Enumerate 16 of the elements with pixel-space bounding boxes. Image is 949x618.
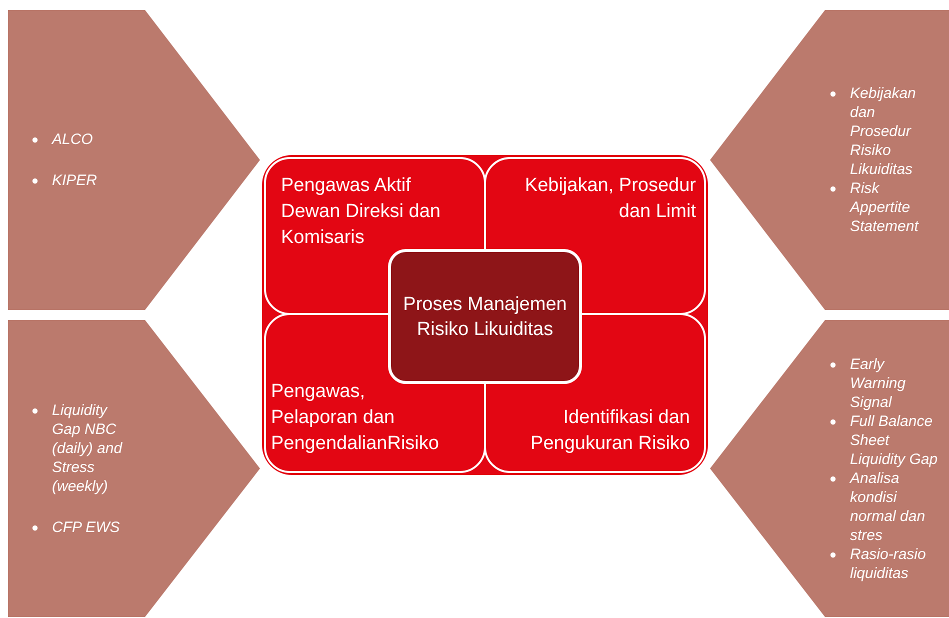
bullet-item: Full Balance Sheet Liquidity Gap xyxy=(828,412,940,468)
center-title: Proses Manajemen Risiko Likuiditas xyxy=(402,292,568,342)
quadrant-title: Identifikasi dan Pengukuran Risiko xyxy=(530,406,690,456)
bullet-item: CFP EWS xyxy=(30,518,137,536)
bullet-item: Rasio-rasio liquiditas xyxy=(828,544,940,582)
bullet-item: Risk Appertite Statement xyxy=(828,179,940,236)
center-box xyxy=(388,249,582,384)
bullet-item: Liquidity Gap NBC (daily) and Stress (weekly) xyxy=(30,400,137,496)
bullet-item: ALCO xyxy=(30,130,137,149)
bullet-item: KIPER xyxy=(30,171,137,190)
bullet-item: Analisa kondisi normal dan stres xyxy=(828,468,940,544)
quadrant-title: Kebijakan, Prosedur dan Limit xyxy=(524,174,696,224)
bullet-item: Kebijakan dan Prosedur Risiko Likuiditas xyxy=(828,84,940,179)
quadrant-title: Pengawas Aktif Dewan Direksi dan Komisaris xyxy=(281,174,442,250)
quadrant-title: Pengawas, Pelaporan dan PengendalianRisiko xyxy=(271,380,440,456)
bullet-item: Early Warning Signal xyxy=(828,354,940,412)
